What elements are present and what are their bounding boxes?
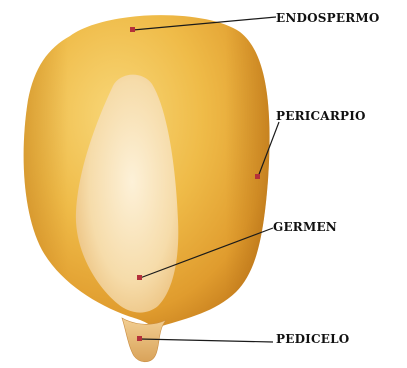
pointer-dot-pericarp xyxy=(255,174,260,179)
label-germ: GERMEN xyxy=(273,220,337,234)
pointer-dot-endosperm xyxy=(130,27,135,32)
label-pedicel: PEDICELO xyxy=(276,332,349,346)
leader-line-pedicel xyxy=(140,339,273,342)
label-endosperm: ENDOSPERMO xyxy=(276,11,380,25)
label-pericarp: PERICARPIO xyxy=(276,109,366,123)
pointer-dot-germ xyxy=(137,275,142,280)
pointer-dot-pedicel xyxy=(137,336,142,341)
